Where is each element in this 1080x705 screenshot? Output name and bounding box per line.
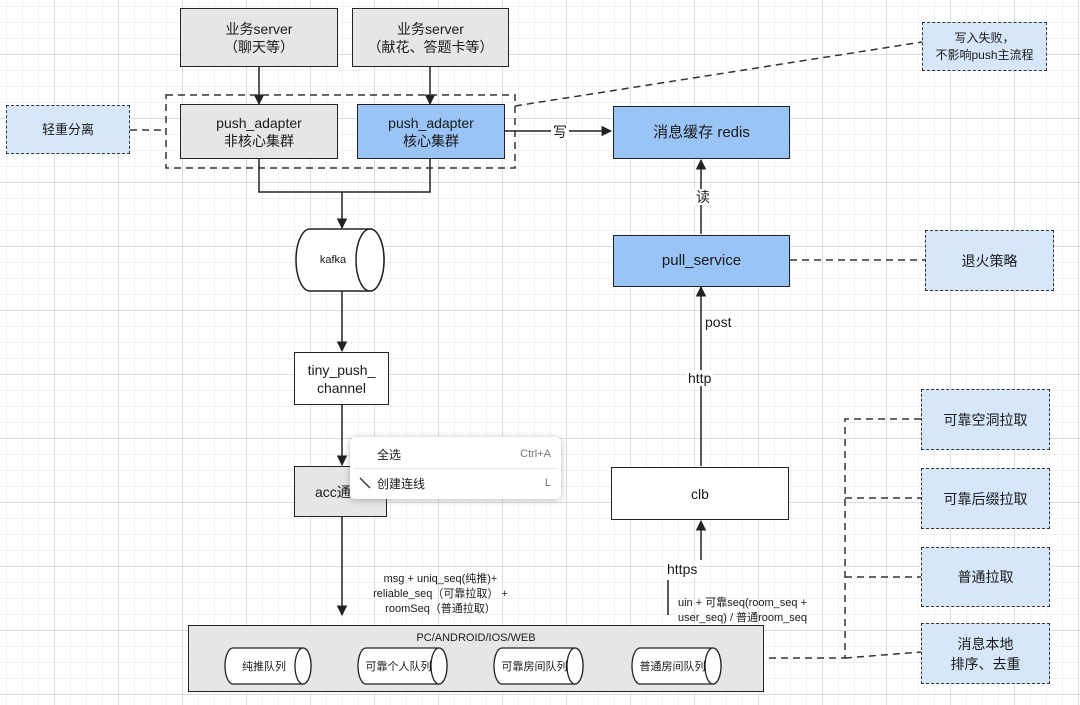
light-heavy-split-label: 轻重分离 bbox=[41, 121, 94, 137]
menu-create-link-label: 创建连线 bbox=[377, 476, 426, 491]
tiny-push-channel-line1: tiny_push_ bbox=[307, 361, 376, 378]
pull-service[interactable]: pull_service bbox=[613, 235, 790, 287]
menu-select-all-label: 全选 bbox=[377, 447, 402, 462]
queue-reliable-personal-label: 可靠个人队列 bbox=[365, 661, 432, 673]
queue-normal-room-label: 普通房间队列 bbox=[639, 661, 706, 673]
queue-pure-push[interactable]: 纯推队列 bbox=[225, 648, 303, 684]
connector-line-icon bbox=[359, 477, 371, 489]
acc-channel-label: acc通 bbox=[315, 483, 351, 500]
write-fail-note-line2: 不影响push主流程 bbox=[935, 47, 1034, 62]
push-adapter-noncore-desc: 非核心集群 bbox=[224, 132, 294, 149]
push-adapter-noncore-title: push_adapter bbox=[216, 114, 302, 131]
business-server-gift[interactable]: 业务server （献花、答题卡等） bbox=[352, 8, 509, 67]
redis-cache[interactable]: 消息缓存 redis bbox=[613, 106, 790, 159]
write-fail-note-line1: 写入失败， bbox=[954, 30, 1015, 45]
local-sort-dedup[interactable]: 消息本地 排序、去重 bbox=[921, 623, 1050, 684]
uin-seq-note-line1: uin + 可靠seq(room_seq + bbox=[678, 597, 808, 609]
light-heavy-split-note[interactable]: 轻重分离 bbox=[6, 105, 130, 154]
business-server-chat-title: 业务server bbox=[225, 20, 293, 37]
push-adapter-noncore[interactable]: push_adapter 非核心集群 bbox=[180, 104, 338, 159]
menu-select-all-shortcut: Ctrl+A bbox=[520, 448, 551, 460]
annealing-strategy[interactable]: 退火策略 bbox=[925, 230, 1054, 291]
tiny-push-channel-line2: channel bbox=[316, 379, 367, 396]
queue-reliable-room-label: 可靠房间队列 bbox=[501, 661, 568, 673]
business-server-chat[interactable]: 业务server （聊天等） bbox=[180, 8, 338, 67]
clb-label: clb bbox=[691, 485, 709, 502]
menu-create-link-shortcut: L bbox=[544, 477, 551, 489]
message-seq-note: msg + uniq_seq(纯推)+ reliable_seq（可靠拉取） +… bbox=[368, 572, 513, 617]
reliable-suffix-pull[interactable]: 可靠后缀拉取 bbox=[921, 468, 1050, 529]
reliable-hole-pull-label: 可靠空洞拉取 bbox=[943, 411, 1028, 428]
menu-item-select-all[interactable]: 全选 Ctrl+A bbox=[350, 440, 561, 468]
business-server-gift-title: 业务server bbox=[397, 20, 464, 37]
normal-pull[interactable]: 普通拉取 bbox=[921, 547, 1050, 607]
clb[interactable]: clb bbox=[611, 467, 789, 520]
local-sort-dedup-line2: 排序、去重 bbox=[950, 655, 1021, 672]
normal-pull-label: 普通拉取 bbox=[957, 569, 1014, 585]
edge-label-post: post bbox=[703, 314, 734, 330]
uin-seq-note-line2: user_seq) / 普通room_seq bbox=[678, 612, 807, 624]
reliable-hole-pull[interactable]: 可靠空洞拉取 bbox=[921, 389, 1050, 450]
tiny-push-channel[interactable]: tiny_push_ channel bbox=[294, 352, 389, 405]
business-server-chat-desc: （聊天等） bbox=[224, 38, 294, 55]
message-seq-note-line1: msg + uniq_seq(纯推)+ bbox=[383, 573, 498, 585]
menu-divider bbox=[354, 468, 557, 469]
menu-item-create-link[interactable]: 创建连线 L bbox=[350, 469, 561, 497]
local-sort-dedup-line1: 消息本地 bbox=[957, 635, 1014, 652]
push-adapter-core-title: push_adapter bbox=[388, 114, 474, 131]
queue-reliable-personal[interactable]: 可靠个人队列 bbox=[358, 648, 439, 684]
uin-seq-note: uin + 可靠seq(room_seq + user_seq) / 普通roo… bbox=[678, 596, 807, 626]
edge-label-https: https bbox=[665, 561, 700, 577]
annealing-strategy-label: 退火策略 bbox=[961, 252, 1018, 269]
write-fail-note[interactable]: 写入失败， 不影响push主流程 bbox=[922, 22, 1047, 71]
push-adapter-core-desc: 核心集群 bbox=[403, 132, 459, 149]
edge-label-read: 读 bbox=[694, 189, 712, 205]
queue-reliable-room[interactable]: 可靠房间队列 bbox=[494, 648, 575, 684]
reliable-suffix-pull-label: 可靠后缀拉取 bbox=[943, 490, 1028, 507]
queue-normal-room[interactable]: 普通房间队列 bbox=[632, 648, 713, 684]
pull-service-label: pull_service bbox=[661, 252, 742, 269]
queue-pure-push-label: 纯推队列 bbox=[242, 661, 286, 673]
kafka-label: kafka bbox=[319, 254, 347, 266]
edge-label-http: http bbox=[686, 370, 714, 386]
push-adapter-core[interactable]: push_adapter 核心集群 bbox=[357, 104, 505, 159]
message-seq-note-line3: roomSeq（普通拉取） bbox=[385, 603, 496, 615]
edge-label-write: 写 bbox=[551, 124, 569, 140]
context-menu: 全选 Ctrl+A 创建连线 L bbox=[350, 437, 561, 499]
redis-cache-label: 消息缓存 redis bbox=[653, 123, 750, 141]
kafka-queue[interactable]: kafka bbox=[296, 229, 370, 291]
message-seq-note-line2: reliable_seq（可靠拉取） + bbox=[373, 588, 508, 600]
client-platforms-label: PC/ANDROID/IOS/WEB bbox=[416, 632, 536, 644]
business-server-gift-desc: （献花、答题卡等） bbox=[367, 38, 494, 55]
